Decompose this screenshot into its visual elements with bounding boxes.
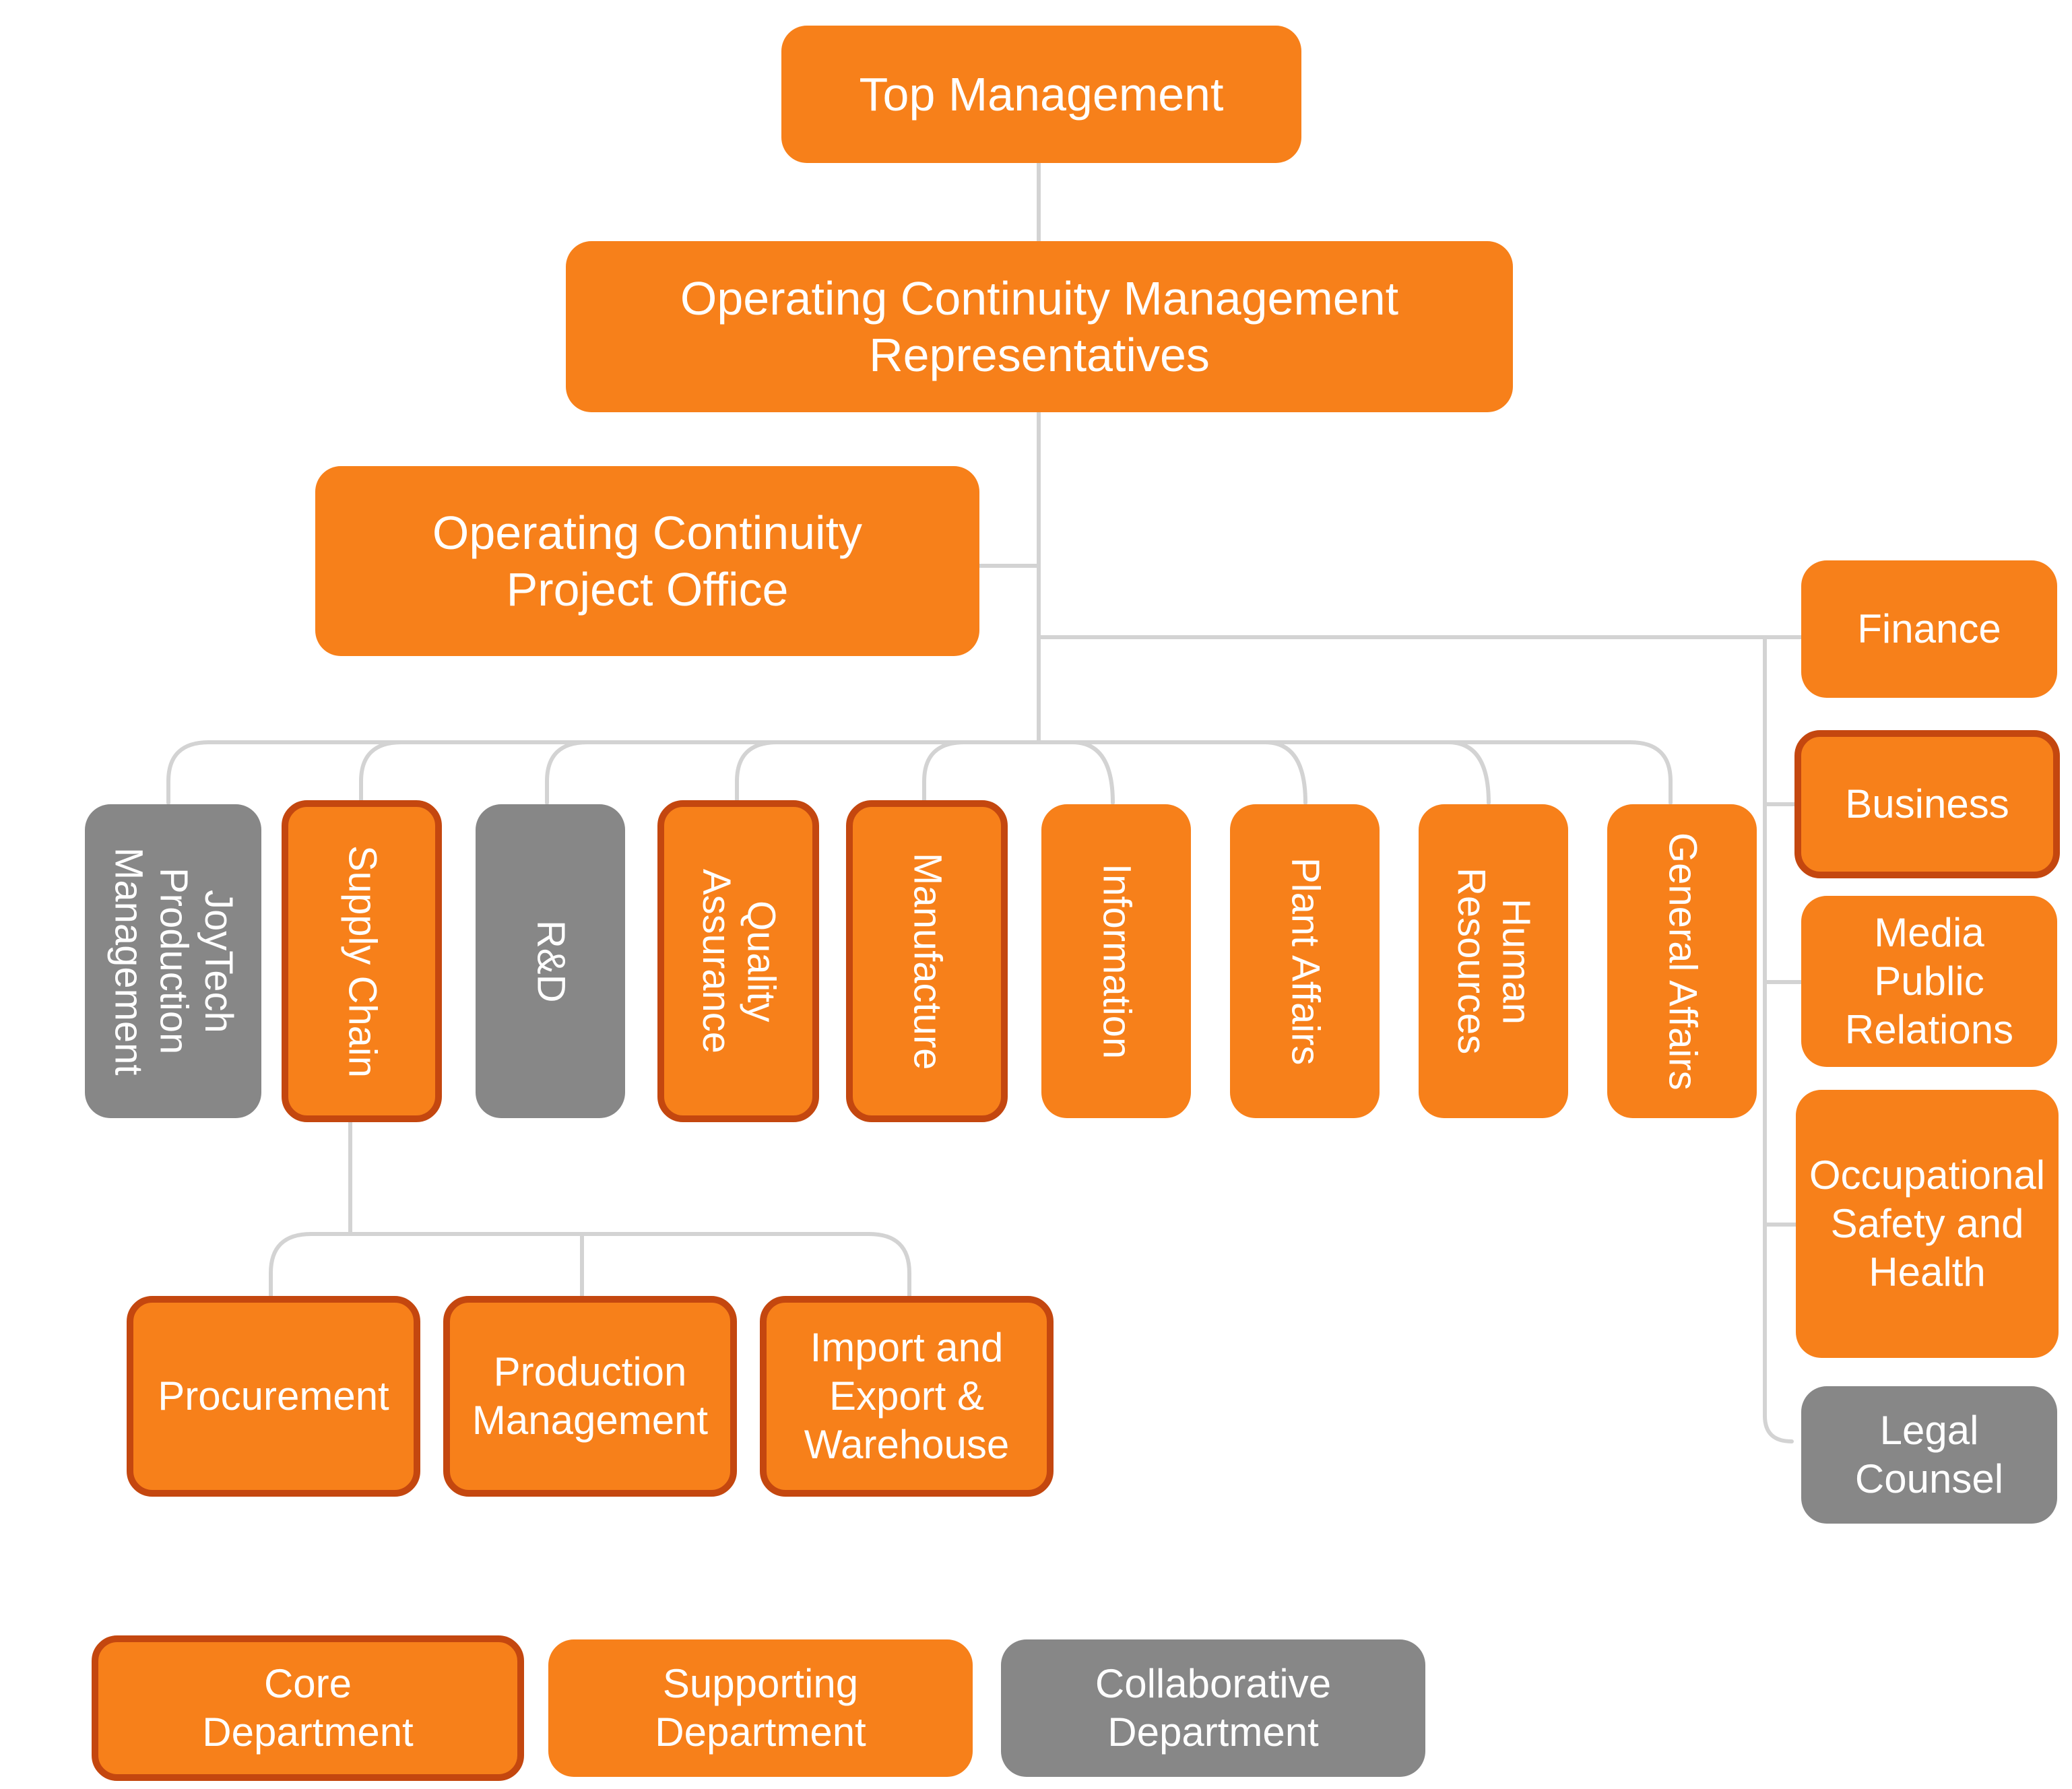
supply-chain-connector [269,1116,911,1298]
production-management-node: Production Management [443,1296,737,1497]
quality-assurance-node: Quality Assurance [657,800,819,1122]
business-label: Business [1845,781,2009,826]
joytech-node: JoyTech Production Management [85,804,261,1118]
quality-assurance-label: Quality Assurance [694,868,783,1054]
legend-collaborative-label: Collaborative Department [1095,1661,1332,1755]
ohs-node: Occupational Safety and Health [1796,1090,2059,1358]
general-affairs-node: General Affairs [1607,804,1757,1118]
plant-affairs-node: Plant Affairs [1230,804,1380,1118]
legend-core: Core Department [92,1635,524,1781]
ohs-label: Occupational Safety and Health [1809,1152,2046,1295]
joytech-label: JoyTech Production Management [106,847,241,1076]
oc-management-reps-node: Operating Continuity Management Represen… [566,241,1513,412]
legal-counsel-label: Legal Counsel [1854,1408,2004,1501]
import-export-warehouse-label: Import and Export & Warehouse [804,1325,1010,1467]
right-branch-connector [1037,635,1805,1443]
legend-supporting: Supporting Department [548,1639,973,1777]
oc-project-office-node: Operating Continuity Project Office [315,466,979,656]
legal-counsel-node: Legal Counsel [1801,1386,2057,1524]
legend-supporting-label: Supporting Department [655,1661,866,1755]
media-pr-label: Media Public Relations [1844,910,2014,1052]
business-node: Business [1794,730,2060,878]
production-management-label: Production Management [472,1349,709,1443]
manufacture-label: Manufacture [905,852,950,1070]
procurement-label: Procurement [158,1373,389,1419]
oc-management-reps-label: Operating Continuity Management Represen… [680,272,1399,381]
information-label: Information [1095,863,1139,1060]
manufacture-node: Manufacture [846,800,1008,1122]
top-management-node: Top Management [781,26,1301,163]
human-resources-label: Human Resources [1450,868,1539,1055]
import-export-warehouse-node: Import and Export & Warehouse [760,1296,1054,1497]
procurement-node: Procurement [127,1296,420,1497]
legend-collaborative: Collaborative Department [1001,1639,1425,1777]
legend-core-label: Core Department [202,1661,414,1755]
finance-node: Finance [1801,560,2057,698]
media-pr-node: Media Public Relations [1801,896,2057,1067]
plant-affairs-label: Plant Affairs [1283,857,1328,1066]
general-affairs-label: General Affairs [1660,832,1705,1091]
information-node: Information [1041,804,1191,1118]
human-resources-node: Human Resources [1419,804,1568,1118]
top-management-label: Top Management [859,68,1224,121]
finance-label: Finance [1857,606,2001,651]
supply-chain-node: Supply Chain [282,800,442,1122]
rnd-node: R&D [476,804,625,1118]
oc-project-office-label: Operating Continuity Project Office [432,507,863,616]
rnd-label: R&D [529,919,573,1003]
department-bus [166,740,1673,805]
supply-chain-label: Supply Chain [340,845,385,1078]
